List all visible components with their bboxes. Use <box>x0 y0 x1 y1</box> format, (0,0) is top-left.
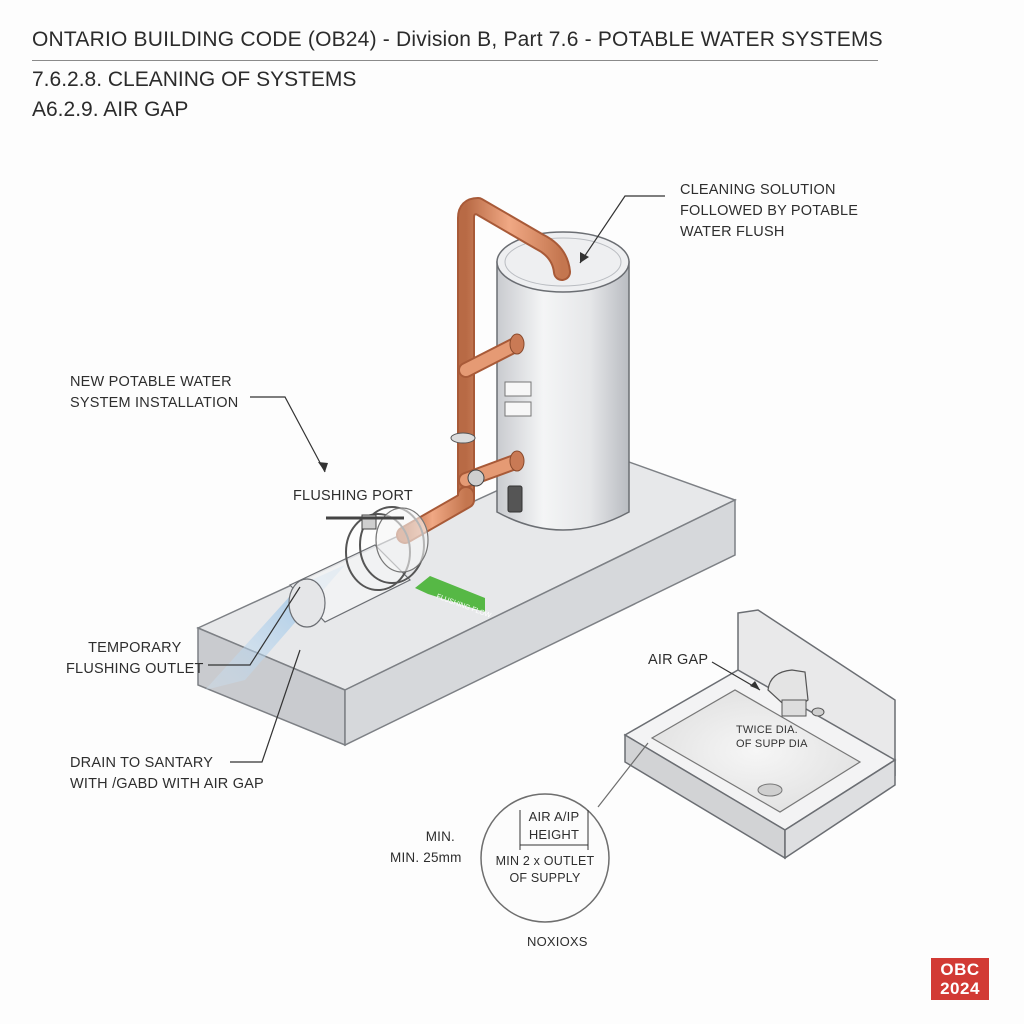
pipe-clamp <box>450 432 476 444</box>
callout-drain-line-2: WITH /GABD WITH AIR GAP <box>70 776 264 792</box>
callout-new-system-line-2: SYSTEM INSTALLATION <box>70 395 239 411</box>
valve-handle <box>467 469 485 487</box>
callout-temporary-outlet: TEMPORARY FLUSHING OUTLET <box>66 638 204 680</box>
callout-new-system-line-1: NEW POTABLE WATER <box>70 374 232 390</box>
callout-temporary-line-2: FLUSHING OUTLET <box>66 661 204 677</box>
callout-flushing-port: FLUSHING PORT <box>293 488 413 504</box>
leader-arrowheads <box>318 252 760 690</box>
callout-air-gap: AIR GAP <box>648 652 709 668</box>
callout-cleaning-line-1: CLEANING SOLUTION <box>680 182 836 198</box>
obc-2024-badge: OBC 2024 <box>931 958 989 1000</box>
detail-min-line-2: MIN. 25mm <box>390 850 462 865</box>
detail-circle-note: MIN 2 x OUTLET OF SUPPLY <box>482 853 608 887</box>
callout-drain-line-1: DRAIN TO SANTARY <box>70 755 214 771</box>
badge-line-1: OBC <box>940 960 980 979</box>
callout-sink-note: TWICE DIA. OF SUPP DIA <box>736 723 808 751</box>
section-heading-air-gap: A6.2.9. AIR GAP <box>32 98 189 121</box>
section-heading-cleaning: 7.6.2.8. CLEANING OF SYSTEMS <box>32 68 357 91</box>
callout-cleaning-solution: CLEANING SOLUTION FOLLOWED BY POTABLE WA… <box>680 180 858 243</box>
sink <box>623 609 897 860</box>
detail-circle-note-line-1: MIN 2 x OUTLET <box>495 854 595 868</box>
callout-cleaning-line-3: WATER FLUSH <box>680 224 785 240</box>
title-rule <box>32 60 878 61</box>
pipe-fitting-upper <box>509 333 525 355</box>
green-flow-tag <box>415 576 485 612</box>
detail-min-line-1: MIN. <box>425 829 455 844</box>
callout-sink-note-line-1: TWICE DIA. <box>736 724 798 736</box>
callout-drain: DRAIN TO SANTARY WITH /GABD WITH AIR GAP <box>70 753 264 795</box>
air-gap-detail-circle <box>480 793 610 923</box>
detail-min-label: MIN. MIN. 25mm <box>390 826 462 868</box>
page-title: ONTARIO BUILDING CODE (OB24) - Division … <box>32 28 883 51</box>
callout-new-system: NEW POTABLE WATER SYSTEM INSTALLATION <box>70 372 238 414</box>
callout-temporary-line-1: TEMPORARY <box>88 640 182 656</box>
detail-caption: NOXIOXS <box>527 934 588 949</box>
badge-line-2: 2024 <box>940 979 980 998</box>
flushing-port-assembly <box>288 506 429 628</box>
detail-circle-title-line-2: HEIGHT <box>528 827 580 842</box>
water-heater-tank <box>496 231 630 531</box>
detail-connector <box>597 742 649 808</box>
detail-circle-title-line-1: AIR A/IP <box>528 809 580 824</box>
callout-cleaning-line-2: FOLLOWED BY POTABLE <box>680 203 859 219</box>
pipe-fitting-lower <box>509 450 525 472</box>
detail-circle-note-line-2: OF SUPPLY <box>509 871 581 885</box>
callout-sink-note-line-2: OF SUPP DIA <box>736 738 808 750</box>
detail-circle-title: AIR A/IP HEIGHT <box>505 808 603 844</box>
